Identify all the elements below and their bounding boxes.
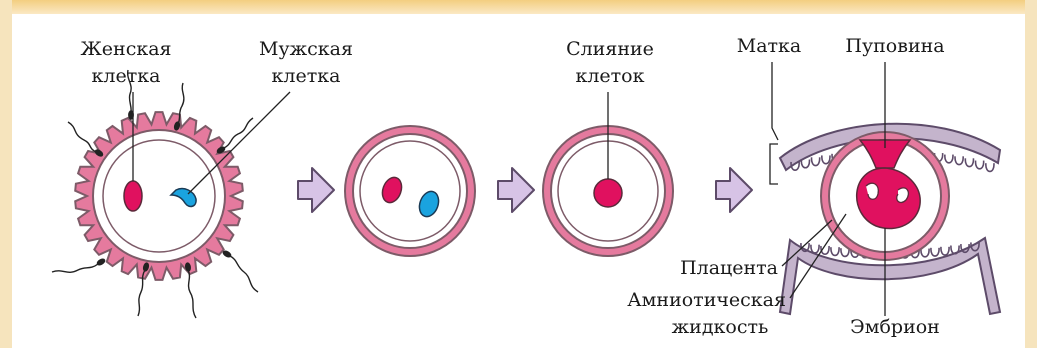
stage-2-two-nuclei: [345, 126, 475, 256]
umbilical-cord-label: Пуповина: [845, 35, 944, 57]
embryo-detail-left: [866, 183, 878, 199]
amniotic-fluid-label-line1: Амниотическая: [627, 289, 786, 311]
frame-right-bar: [1025, 0, 1037, 348]
female-cell-label-line2: клетка: [92, 65, 161, 87]
fused-nucleus: [594, 179, 622, 207]
placenta-label: Плацента: [680, 257, 778, 279]
male-cell-label-line1: Мужская: [259, 38, 353, 60]
embryo-label: Эмбрион: [850, 316, 940, 338]
fusion-label-line2: клеток: [575, 65, 644, 87]
frame-top-bar: [0, 0, 1037, 14]
uterus-label: Матка: [737, 35, 802, 57]
female-cell-label-line1: Женская: [80, 38, 171, 60]
amniotic-fluid-label-line2: жидкость: [672, 316, 769, 338]
egg2-cytoplasm: [360, 141, 460, 241]
male-cell-label-line2: клетка: [272, 65, 341, 87]
frame-left-bar: [0, 0, 12, 348]
female-nucleus: [124, 181, 142, 211]
egg-cytoplasm: [103, 140, 215, 252]
fusion-label-line1: Слияние: [566, 38, 654, 60]
